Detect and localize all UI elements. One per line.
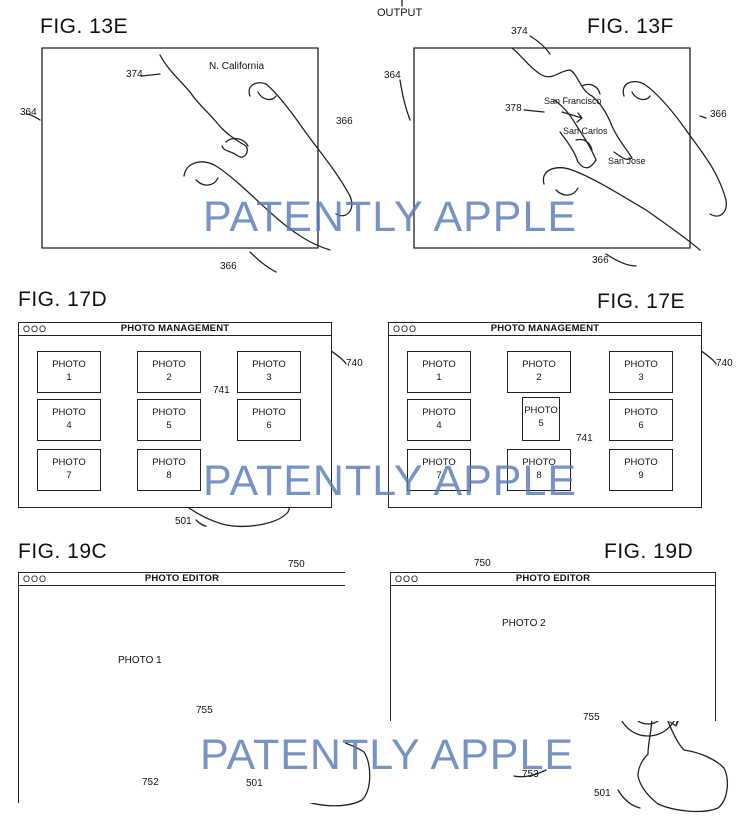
fig13e-finger-top xyxy=(248,82,353,217)
fig19d-title: FIG. 19D xyxy=(604,540,694,563)
watermark: PATENTLY APPLE xyxy=(203,193,578,241)
window-controls[interactable]: OOO xyxy=(23,574,48,584)
fig13f-ref-378: 378 xyxy=(505,103,522,114)
fig13e-ref-366b: 366 xyxy=(220,261,237,272)
watermark: PATENTLY APPLE xyxy=(203,457,578,505)
fig13f-ref-374: 374 xyxy=(511,26,528,37)
fig13f-coastline xyxy=(511,47,633,160)
fig17d-titlebar xyxy=(19,323,331,336)
fig19d-titlebar xyxy=(391,573,715,586)
window-controls[interactable]: OOO xyxy=(393,324,418,334)
window-controls[interactable]: OOO xyxy=(395,574,420,584)
city-san-francisco: San Francisco xyxy=(544,96,602,106)
fig17d-ref-740: 740 xyxy=(346,358,363,369)
fig13f-finger-top xyxy=(622,81,727,217)
city-san-carlos: San Carlos xyxy=(563,126,608,136)
window-controls[interactable]: OOO xyxy=(23,324,48,334)
fig17e-window-title: PHOTO MANAGEMENT xyxy=(490,323,600,334)
fig13f-finger-bottom xyxy=(542,167,701,251)
fig19c-window: OOO PHOTO EDITOR xyxy=(18,572,345,803)
fig19c-title: FIG. 19C xyxy=(18,540,108,563)
fig19c-ref-750: 750 xyxy=(288,559,305,570)
fig19c-titlebar xyxy=(19,573,345,586)
fig13f-title: FIG. 13F xyxy=(587,15,674,38)
fig13f-screen xyxy=(413,47,691,249)
fig19d-window: OOO PHOTO EDITOR xyxy=(390,572,716,721)
fig13e-ref-374: 374 xyxy=(126,69,143,80)
fig13f-ref-366b: 366 xyxy=(592,255,609,266)
fig19d-ref-755: 755 xyxy=(583,712,600,723)
fig17d-title: FIG. 17D xyxy=(18,288,108,311)
fig19d-hand xyxy=(637,706,729,813)
fig19d-ref-750: 750 xyxy=(474,558,491,569)
fig19d-photo-label: PHOTO 2 xyxy=(502,618,546,629)
fig13e-ref-364: 364 xyxy=(20,107,37,118)
fig19c-ref-501: 501 xyxy=(246,778,263,789)
fig17d-ref-741: 741 xyxy=(213,385,230,396)
fig17e-ref-741: 741 xyxy=(576,433,593,444)
fig13e-finger-bottom xyxy=(183,161,331,251)
fig19c-window-title: PHOTO EDITOR xyxy=(144,573,220,584)
fig13f-ref-366a: 366 xyxy=(710,109,727,120)
output-label: OUTPUT xyxy=(377,7,423,19)
fig13e-ref-366a: 366 xyxy=(336,116,353,127)
fig19d-ref-753: 753 xyxy=(522,769,539,780)
fig17e-ref-740: 740 xyxy=(716,358,733,369)
fig19c-photo-label: PHOTO 1 xyxy=(118,655,162,666)
fig13e-coastline xyxy=(159,54,248,158)
fig19c-ref-752: 752 xyxy=(142,777,159,788)
watermark: PATENTLY APPLE xyxy=(200,731,575,779)
fig17e-title: FIG. 17E xyxy=(597,290,686,313)
fig17e-titlebar xyxy=(389,323,701,336)
fig19c-ref-755: 755 xyxy=(196,705,213,716)
fig17d-ref-501: 501 xyxy=(175,516,192,527)
fig17d-window-title: PHOTO MANAGEMENT xyxy=(120,323,230,334)
city-san-jose: San Jose xyxy=(608,156,646,166)
fig19d-window-title: PHOTO EDITOR xyxy=(515,573,591,584)
fig13f-ref-364: 364 xyxy=(384,70,401,81)
fig19d-ref-501: 501 xyxy=(594,788,611,799)
fig13e-title: FIG. 13E xyxy=(40,15,129,38)
fig13e-map-label: N. California xyxy=(209,61,265,72)
